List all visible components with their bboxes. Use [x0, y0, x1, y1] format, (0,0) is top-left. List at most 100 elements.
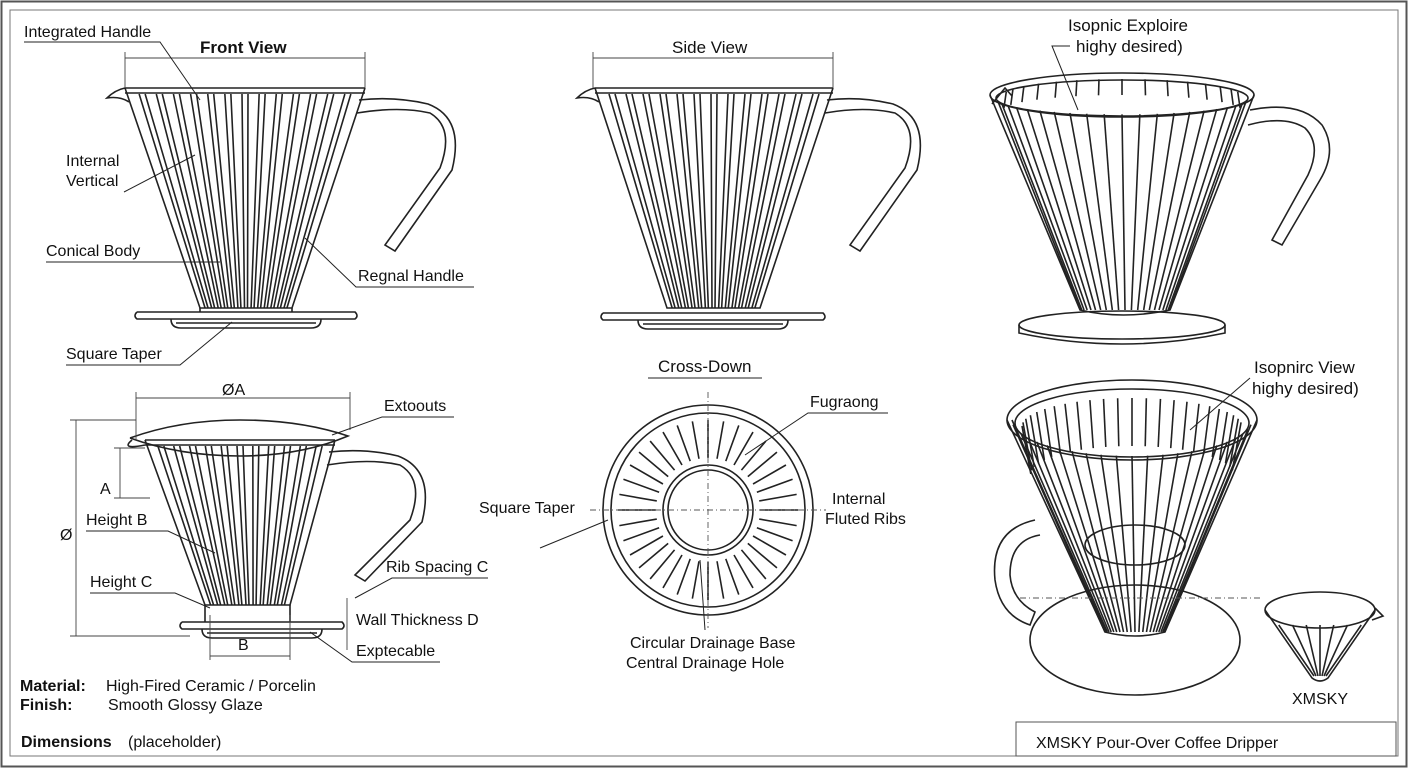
finish-label: Finish: [20, 697, 72, 714]
dimensioned-view: ØA Extoouts A Ø Height B Height C Rib Sp… [60, 382, 488, 663]
iso-top-title-2: highy desired) [1076, 37, 1183, 56]
cone-rib [676, 93, 703, 309]
cone-rib [1121, 114, 1126, 311]
cone-rib [1141, 454, 1164, 633]
radial-rib [676, 558, 691, 595]
cone-rib [1165, 105, 1237, 311]
cone-rib [1085, 113, 1114, 311]
side-view: Side View [592, 38, 834, 88]
cone-rib [744, 93, 803, 309]
cone-rib [1069, 112, 1108, 311]
label-square-taper-cross: Square Taper [479, 500, 575, 517]
cone-rib [172, 445, 222, 606]
cone-rib [189, 93, 229, 309]
cone-body [144, 439, 336, 606]
cone-rib [1152, 448, 1206, 633]
radial-rib [623, 478, 660, 493]
label-regnal-handle: Regnal Handle [358, 268, 464, 285]
radial-rib [629, 464, 664, 485]
inner-rib [1219, 86, 1223, 103]
label-internal: Internal [66, 153, 119, 170]
foot [204, 605, 291, 622]
cone-rib [1015, 428, 1107, 633]
inner-rib [1043, 408, 1053, 458]
cone-rib [1046, 445, 1115, 633]
cone-rib [206, 93, 236, 309]
cone-rib [1053, 111, 1102, 311]
dim-label-a: A [100, 481, 111, 498]
radial-rib [623, 527, 660, 542]
cone-rib [263, 93, 301, 309]
radial-rib [756, 478, 793, 493]
handle [356, 97, 457, 253]
cone-rib [710, 93, 718, 309]
cone-rib [1071, 450, 1121, 633]
side-view-title: Side View [672, 38, 748, 57]
radial-rib [756, 527, 793, 542]
spout [574, 87, 600, 103]
radial-rib [752, 535, 787, 556]
handle [993, 519, 1041, 627]
label-circular-drainage-base: Circular Drainage Base [630, 635, 796, 652]
inner-ellipse [1084, 524, 1186, 566]
inner-rib [1211, 408, 1221, 458]
dripper-drawings [104, 72, 1385, 696]
inner-rib [1054, 81, 1058, 98]
cone-rib [280, 445, 323, 606]
radial-rib [725, 558, 740, 595]
inner-rib [1228, 418, 1240, 467]
inner-rib [1036, 83, 1040, 100]
cone-rib [273, 445, 308, 606]
cone-rib [241, 93, 249, 309]
label-vertical: Vertical [66, 173, 118, 190]
inner-rib [1010, 88, 1014, 105]
radial-rib [759, 493, 797, 502]
cross-title: Cross-Down [658, 357, 752, 376]
inner-rib [1230, 88, 1234, 105]
cone-rib [1026, 108, 1092, 311]
label-internal-cross: Internal [832, 491, 885, 508]
label-central-drainage-hole: Central Drainage Hole [626, 655, 784, 672]
cone-rib [1085, 453, 1125, 633]
radial-rib [691, 561, 700, 599]
isometric-top-view: Isopnic Exploire highy desired) [1051, 16, 1188, 111]
small-rib [1278, 624, 1315, 677]
cone-rib [997, 100, 1082, 311]
cone-rib [1161, 433, 1244, 633]
radial-rib [649, 549, 676, 580]
cone-rib [717, 93, 735, 309]
specifications: Material: High-Fired Ceramic / Porcelin … [20, 678, 316, 751]
dimensions-label: Dimensions [21, 734, 112, 751]
cone-rib [252, 445, 260, 606]
saucer-base [201, 628, 323, 639]
cone-rib [1162, 107, 1229, 311]
isometric-bottom-view: Isopnirc View highy desired) XMSKY [1189, 358, 1359, 708]
radial-rib [716, 421, 725, 459]
cone-rib [1158, 441, 1228, 633]
cone-rib [1130, 114, 1141, 311]
inner-rib [1186, 81, 1190, 98]
label-conical-body: Conical Body [46, 243, 140, 260]
inner-rib [1003, 91, 1008, 108]
cone-rib [1015, 107, 1088, 311]
cone-rib [204, 445, 236, 606]
cone-rib [236, 445, 250, 606]
cone-rib [659, 93, 696, 309]
inner-rib [1166, 80, 1169, 97]
label-rib-spacing-c: Rib Spacing C [386, 559, 488, 576]
cone-rib [1160, 437, 1237, 633]
inner-rib [1116, 398, 1120, 447]
small-rib [1323, 624, 1349, 677]
cone-rib [269, 93, 318, 309]
spout [104, 87, 130, 103]
inner-rib [1218, 411, 1229, 461]
cone-rib [1103, 114, 1120, 311]
small-cone [1264, 609, 1376, 682]
cone-rib [1168, 100, 1247, 311]
cone-rib [1131, 455, 1136, 633]
outer-circle-2 [610, 412, 806, 608]
dim-label-dia: Ø [60, 527, 72, 544]
cone-rib [724, 93, 752, 309]
